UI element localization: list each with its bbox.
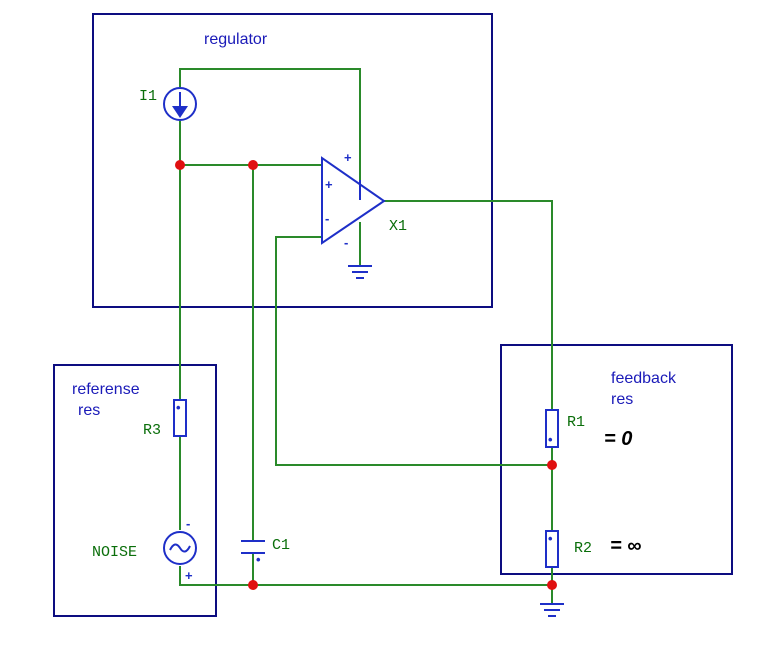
r2-value-annotation: = ∞ bbox=[610, 535, 642, 557]
opamp-vminus-pin: - bbox=[344, 235, 348, 250]
resistor-r2: • R2 bbox=[545, 530, 592, 568]
reference-res-block bbox=[53, 364, 217, 617]
svg-text:•: • bbox=[548, 432, 553, 447]
wire-i1-top-to-vplus bbox=[179, 68, 361, 180]
noise-minus-pin: - bbox=[186, 516, 190, 531]
junction-dot bbox=[175, 160, 185, 170]
junction-dot bbox=[547, 580, 557, 590]
junction-dot bbox=[248, 160, 258, 170]
noise-source: - + NOISE bbox=[92, 516, 197, 583]
ground-bottom bbox=[540, 603, 564, 617]
c1-label: C1 bbox=[272, 537, 290, 554]
regulator-label: regulator bbox=[204, 31, 268, 48]
feedback-label-line1: feedback bbox=[611, 370, 677, 387]
junction-dot bbox=[547, 460, 557, 470]
current-source-i1: I1 bbox=[139, 87, 197, 121]
opamp-inv-pin: - bbox=[325, 211, 329, 226]
r1-label: R1 bbox=[567, 414, 585, 431]
x1-label: X1 bbox=[389, 218, 407, 235]
noise-label: NOISE bbox=[92, 544, 137, 561]
reference-label-line1: referense bbox=[72, 381, 140, 398]
svg-text:•: • bbox=[176, 400, 181, 415]
r2-label: R2 bbox=[574, 540, 592, 557]
opamp-x1: + - + - X1 bbox=[321, 150, 407, 250]
reference-label-line2: res bbox=[78, 402, 100, 419]
opamp-vplus-pin: + bbox=[344, 150, 352, 165]
noise-plus-pin: + bbox=[185, 568, 193, 583]
feedback-label-line2: res bbox=[611, 391, 633, 408]
junction-dot bbox=[248, 580, 258, 590]
resistor-r3: • R3 bbox=[143, 399, 187, 439]
svg-text:•: • bbox=[548, 531, 553, 546]
feedback-res-block bbox=[500, 344, 733, 575]
svg-text:•: • bbox=[256, 552, 261, 567]
ground-opamp bbox=[348, 265, 372, 279]
wire-output-to-r1 bbox=[384, 200, 553, 410]
wire-inv-to-feedback bbox=[275, 236, 552, 466]
r1-value-annotation: = 0 bbox=[604, 428, 632, 450]
resistor-r1: • R1 bbox=[545, 409, 585, 448]
wires bbox=[179, 68, 553, 604]
opamp-noninv-pin: + bbox=[325, 177, 333, 192]
r3-label: R3 bbox=[143, 422, 161, 439]
wire-bottom-rail bbox=[179, 566, 552, 586]
junctions bbox=[175, 160, 557, 590]
capacitor-c1: • C1 bbox=[241, 537, 290, 567]
regulator-block bbox=[92, 13, 493, 308]
i1-label: I1 bbox=[139, 88, 157, 105]
